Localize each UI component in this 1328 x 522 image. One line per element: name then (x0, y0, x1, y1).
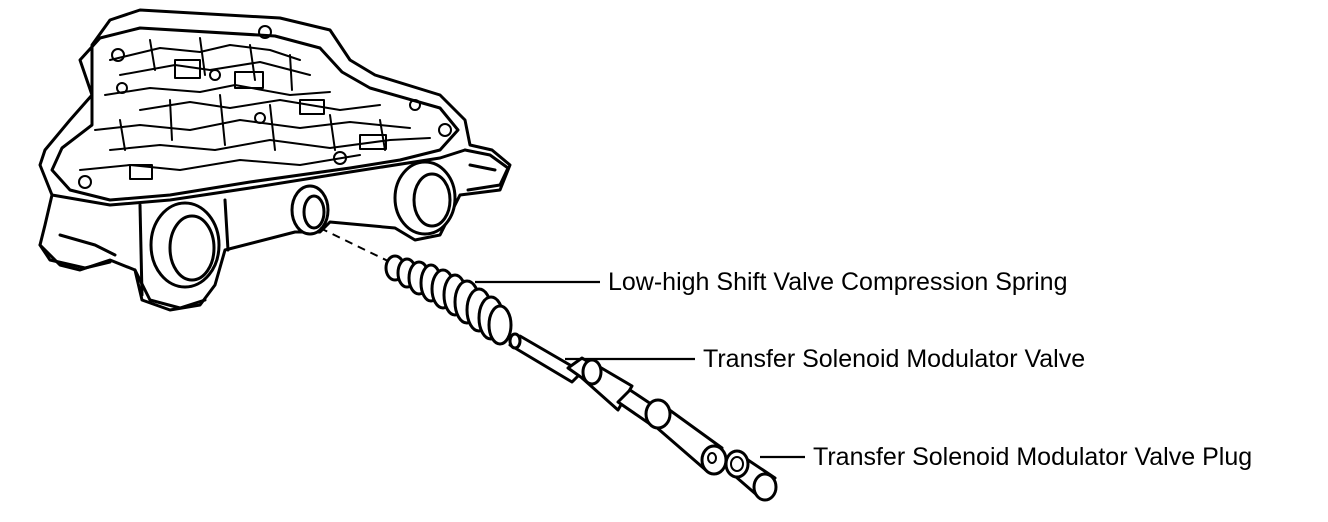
alignment-line (319, 227, 391, 263)
callout-valve-label: Transfer Solenoid Modulator Valve (703, 345, 1085, 373)
compression-spring (384, 254, 513, 346)
callout-valve: Transfer Solenoid Modulator Valve (565, 345, 1085, 373)
callout-spring-label: Low-high Shift Valve Compression Spring (608, 268, 1068, 296)
callout-spring: Low-high Shift Valve Compression Spring (475, 268, 1068, 296)
modulator-valve (508, 332, 728, 476)
valve-body (38, 8, 512, 312)
modulator-valve-plug (724, 449, 778, 502)
callout-plug-label: Transfer Solenoid Modulator Valve Plug (813, 443, 1252, 471)
callout-plug: Transfer Solenoid Modulator Valve Plug (760, 443, 1252, 471)
